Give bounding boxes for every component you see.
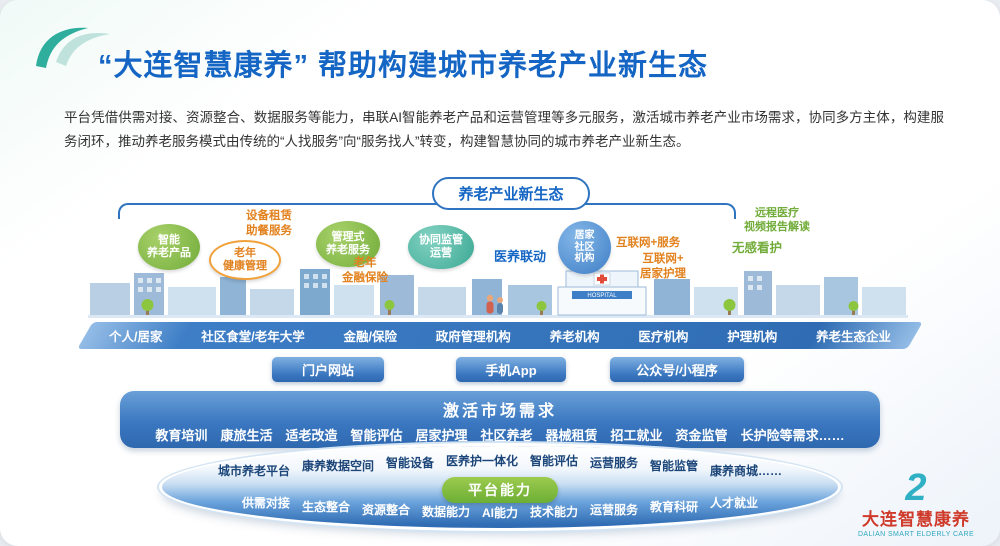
market-item: 居家护理 (415, 428, 468, 443)
platform-top-item: 康养数据空间 (301, 459, 374, 473)
platform-top-item: 康养商城…… (710, 464, 783, 478)
market-demand-panel: 激活市场需求 教育培训 康旅生活 适老改造 智能评估 居家护理 社区养老 器械租… (120, 391, 880, 448)
label-internet-plus-service: 互联网+服务 (616, 237, 681, 249)
logo-name: 大连智慧康养 (862, 510, 970, 529)
label-elder-finance-insurance: 老年 金融保险 (342, 257, 388, 284)
strip-item: 养老生态企业 (815, 330, 891, 344)
hospital-sign: HOSPITAL (587, 293, 617, 299)
label-sensorless-care: 无感看护 (732, 241, 783, 255)
platform-top-item: 运营服务 (590, 456, 639, 470)
brand-logo: 2 大连智慧康养 DALIAN SMART ELDERLY CARE (846, 469, 986, 538)
platform-capability-ellipse: 城市养老平台 康养数据空间 智能设备 医养护一体化 智能评估 运营服务 智能监管… (162, 446, 838, 528)
portal-website-button[interactable]: 门户网站 (272, 357, 384, 382)
strip-item: 养老机构 (549, 330, 600, 344)
platform-capability-label: 平台能力 (442, 477, 558, 503)
platform-top-item: 智能设备 (385, 456, 434, 470)
ecosystem-label: 养老产业新生态 (432, 177, 590, 210)
market-item: 智能评估 (350, 428, 403, 443)
platform-bottom-item: AI能力 (481, 506, 518, 520)
stakeholder-strip: 个人/居家 社区食堂/老年大学 金融/保险 政府管理机构 养老机构 医疗机构 护… (77, 322, 923, 349)
market-item: 社区养老 (480, 428, 533, 443)
platform-bottom-item: 生态整合 (301, 500, 350, 514)
platform-bottom-item: 人才就业 (710, 496, 759, 510)
market-demand-items: 教育培训 康旅生活 适老改造 智能评估 居家护理 社区养老 器械租赁 招工就业 … (120, 425, 880, 444)
market-item: 招工就业 (610, 428, 663, 443)
platform-top-item: 医养护一体化 (445, 454, 518, 468)
decorative-swoosh (36, 27, 110, 68)
platform-top-items: 城市养老平台 康养数据空间 智能设备 医养护一体化 智能评估 运营服务 智能监管… (162, 453, 838, 478)
label-remote-medical-reading: 远程医疗 视频报告解读 (744, 207, 810, 234)
platform-bottom-items: 供需对接 生态整合 资源整合 数据能力 AI能力 技术能力 运营服务 教育科研 … (162, 496, 838, 520)
market-item: 康旅生活 (220, 428, 273, 443)
strip-item: 金融/保险 (343, 330, 398, 344)
logo-mark-icon: 2 (905, 467, 927, 509)
market-demand-title: 激活市场需求 (442, 403, 557, 420)
strip-item: 社区食堂/老年大学 (201, 330, 305, 344)
platform-bottom-item: 数据能力 (421, 505, 470, 519)
strip-item: 政府管理机构 (435, 330, 511, 344)
platform-bottom-item: 教育科研 (650, 500, 699, 514)
label-internet-plus-home-care: 互联网+ 居家护理 (640, 253, 686, 280)
mobile-app-button[interactable]: 手机App (456, 357, 566, 382)
official-account-miniprogram-button[interactable]: 公众号/小程序 (610, 357, 744, 382)
bubble-co-supervision-operation: 协同监管 运营 (408, 225, 474, 269)
people-figures (486, 294, 503, 314)
logo-subtitle: DALIAN SMART ELDERLY CARE (857, 531, 975, 538)
platform-top-item: 智能评估 (530, 454, 579, 468)
platform-bottom-item: 技术能力 (530, 505, 579, 519)
platform-bottom-item: 供需对接 (241, 496, 290, 510)
ecosystem-bracket (118, 203, 736, 219)
market-item: 适老改造 (285, 428, 338, 443)
market-item: 教育培训 (155, 428, 208, 443)
bubble-managed-elderly-care: 管理式 养老服务 (316, 221, 380, 267)
platform-bottom-item: 资源整合 (361, 503, 410, 517)
page-title: “大连智慧康养” 帮助构建城市养老产业新生态 (98, 50, 709, 82)
bubble-home-community-institution: 居家 社区 机构 (558, 221, 611, 274)
market-item: 器械租赁 (545, 428, 598, 443)
intro-paragraph: 平台凭借供需对接、资源整合、数据服务等能力，串联AI智能养老产品和运营管理等多元… (64, 110, 944, 150)
platform-top-item: 城市养老平台 (217, 464, 290, 478)
market-item: 长护险等需求…… (740, 428, 845, 443)
strip-item: 个人/居家 (109, 330, 163, 344)
market-item: 资金监管 (675, 428, 728, 443)
platform-top-item: 智能监管 (650, 459, 699, 473)
cityscape-illustration: HOSPITAL (88, 269, 908, 318)
bubble-elder-health-management: 老年 健康管理 (209, 240, 281, 280)
label-equipment-rental-catering: 设备租赁 助餐服务 (246, 210, 292, 237)
platform-bottom-item: 运营服务 (590, 503, 639, 517)
bubble-smart-elderly-products: 智能 养老产品 (138, 224, 200, 270)
label-medical-care-linkage: 医养联动 (494, 249, 547, 264)
strip-item: 医疗机构 (638, 330, 689, 344)
strip-item: 护理机构 (727, 330, 778, 344)
